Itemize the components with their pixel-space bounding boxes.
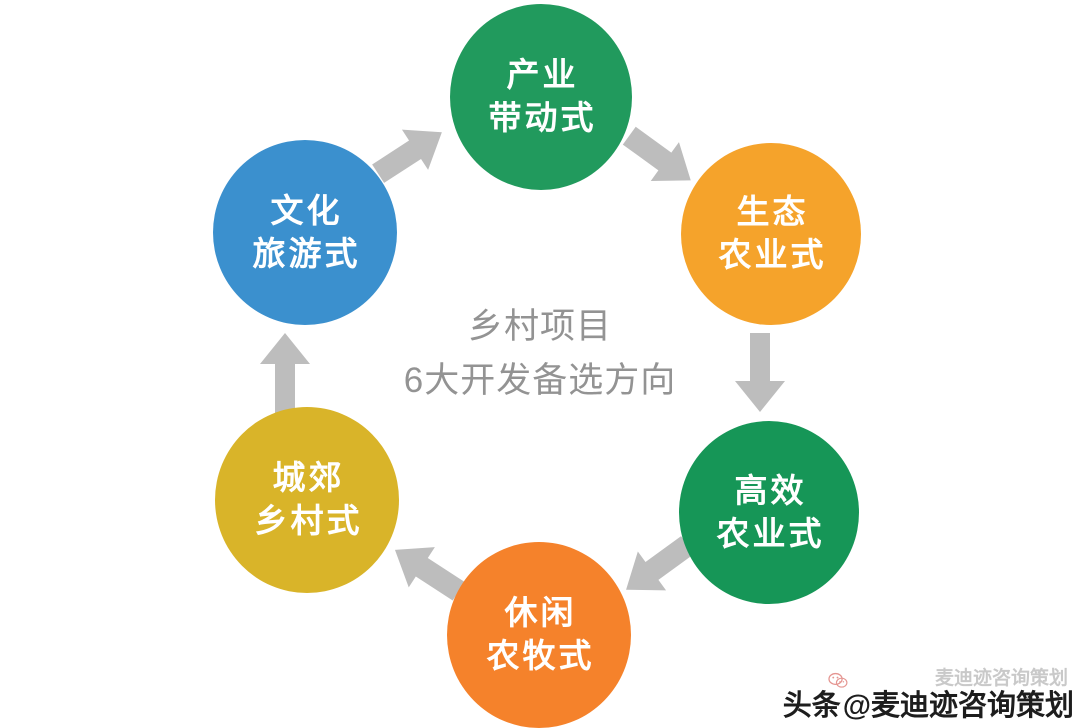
node-efficient-agriculture-line-2: 农业式 — [716, 514, 825, 552]
node-industry-driven-line-2: 带动式 — [488, 99, 597, 136]
arrow-up-left-icon — [394, 547, 465, 601]
node-suburban-village-line-1: 城郊 — [272, 459, 345, 497]
node-suburban-village[interactable]: 城郊 乡村式 — [215, 407, 399, 593]
node-efficient-agriculture[interactable]: 高效 农业式 — [679, 421, 859, 604]
node-cultural-tourism-line-2: 旅游式 — [252, 234, 361, 272]
arrow-efficient-to-leisure — [613, 531, 699, 610]
center-caption-line-1: 乡村项目 — [467, 307, 612, 346]
arrow-suburb-to-culture — [254, 330, 316, 421]
arrow-leisure-to-suburb — [383, 534, 469, 611]
arrow-eco-to-efficient — [729, 331, 791, 420]
center-caption: 乡村项目 6大开发备选方向 — [340, 300, 740, 409]
watermark-ghost-text: 麦迪迹咨询策划 — [934, 668, 1068, 689]
arrow-down-right-icon — [622, 126, 691, 181]
watermark-main: 头条 @麦迪迹咨询策划 — [783, 682, 1074, 724]
node-efficient-agriculture-line-1: 高效 — [734, 471, 807, 509]
watermark-platform: 头条 — [782, 690, 841, 722]
node-suburban-village-line-2: 乡村式 — [254, 502, 363, 539]
arrow-down-left-icon — [626, 536, 695, 591]
node-cultural-tourism[interactable]: 文化 旅游式 — [213, 140, 397, 325]
node-ecological-agriculture[interactable]: 生态 农业式 — [681, 143, 861, 325]
arrow-industry-to-eco — [618, 122, 702, 199]
watermark: 头条 @麦迪迹咨询策划 — [783, 682, 1074, 724]
node-industry-driven-line-1: 产业 — [506, 56, 579, 94]
watermark-handle: @麦迪迹咨询策划 — [842, 690, 1074, 722]
node-ecological-agriculture-line-1: 生态 — [736, 193, 809, 231]
node-leisure-farming-line-1: 休闲 — [504, 594, 577, 632]
arrow-up-icon — [260, 333, 310, 413]
arrow-culture-to-industry — [368, 118, 452, 193]
center-caption-line-2: 6大开发备选方向 — [403, 361, 677, 401]
wechat-badge-icon — [828, 672, 848, 688]
node-leisure-farming[interactable]: 休闲 农牧式 — [447, 542, 631, 728]
node-ecological-agriculture-line-2: 农业式 — [718, 236, 827, 273]
arrow-down-icon — [735, 333, 785, 412]
arrow-up-right-icon — [372, 129, 442, 183]
node-cultural-tourism-line-1: 文化 — [270, 191, 343, 229]
node-industry-driven[interactable]: 产业 带动式 — [450, 4, 632, 190]
node-leisure-farming-line-2: 农牧式 — [486, 637, 595, 674]
